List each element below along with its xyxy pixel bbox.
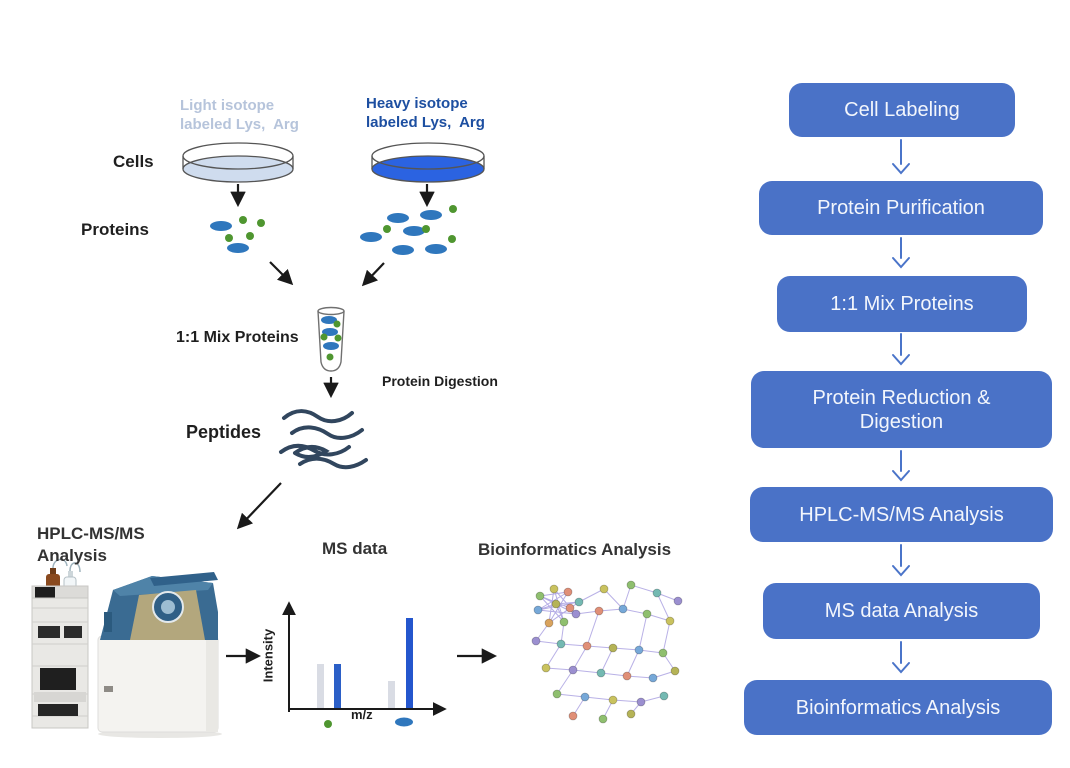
flowchart-step-reduction-digestion: Protein Reduction & Digestion xyxy=(751,371,1052,448)
mix-proteins-label: 1:1 Mix Proteins xyxy=(176,329,299,346)
amino-green-dot-icon xyxy=(324,720,332,728)
peptides-label: Peptides xyxy=(186,422,262,442)
mz-axis-label: m/z xyxy=(351,707,373,722)
bioinformatics-label: Bioinformatics Analysis xyxy=(478,540,672,559)
protein-digestion-label: Protein Digestion xyxy=(382,373,498,389)
cells-label: Cells xyxy=(113,152,154,171)
hplc-analysis-label: HPLC-MS/MS Analysis xyxy=(37,524,145,565)
proteins-label: Proteins xyxy=(81,220,150,239)
mass-spectrometer-illustration xyxy=(97,572,222,738)
flowchart-step-protein-purification: Protein Purification xyxy=(759,181,1043,235)
heavy-protein-cluster-icon xyxy=(360,205,457,255)
flowchart-step-ms-data-analysis: MS data Analysis xyxy=(763,583,1040,639)
intensity-axis-label: Intensity xyxy=(260,628,276,683)
hplc-instrument-illustration xyxy=(31,558,89,729)
light-petri-dish-icon xyxy=(182,142,294,183)
flowchart-step-mix-proteins: 1:1 Mix Proteins xyxy=(777,276,1027,332)
light-protein-cluster-icon xyxy=(210,216,265,253)
flow-arrows xyxy=(226,184,498,664)
flowchart-step-hplc-msms-analysis: HPLC-MS/MS Analysis xyxy=(750,487,1053,542)
ms-data-label: MS data xyxy=(322,539,388,558)
ms-bar-heavy-2 xyxy=(406,618,413,708)
protein-oval-icon xyxy=(395,717,413,727)
light-isotope-label: Light isotope labeled Lys, Arg xyxy=(180,97,299,133)
flowchart-step-bioinformatics: Bioinformatics Analysis xyxy=(744,680,1052,735)
flowchart-step-cell-labeling: Cell Labeling xyxy=(789,83,1015,137)
mix-tube-icon xyxy=(317,306,345,372)
heavy-petri-dish-icon xyxy=(371,142,485,183)
peptides-icon xyxy=(279,409,368,470)
ms-bar-heavy-1 xyxy=(334,664,341,708)
protein-network-graph xyxy=(531,580,683,724)
ms-bar-light-2 xyxy=(388,681,395,708)
ms-bar-light-1 xyxy=(317,664,324,708)
ms-spectrum-chart xyxy=(282,601,447,728)
heavy-isotope-label: Heavy isotope labeled Lys, Arg xyxy=(366,95,485,131)
flowchart-arrows xyxy=(892,139,910,674)
